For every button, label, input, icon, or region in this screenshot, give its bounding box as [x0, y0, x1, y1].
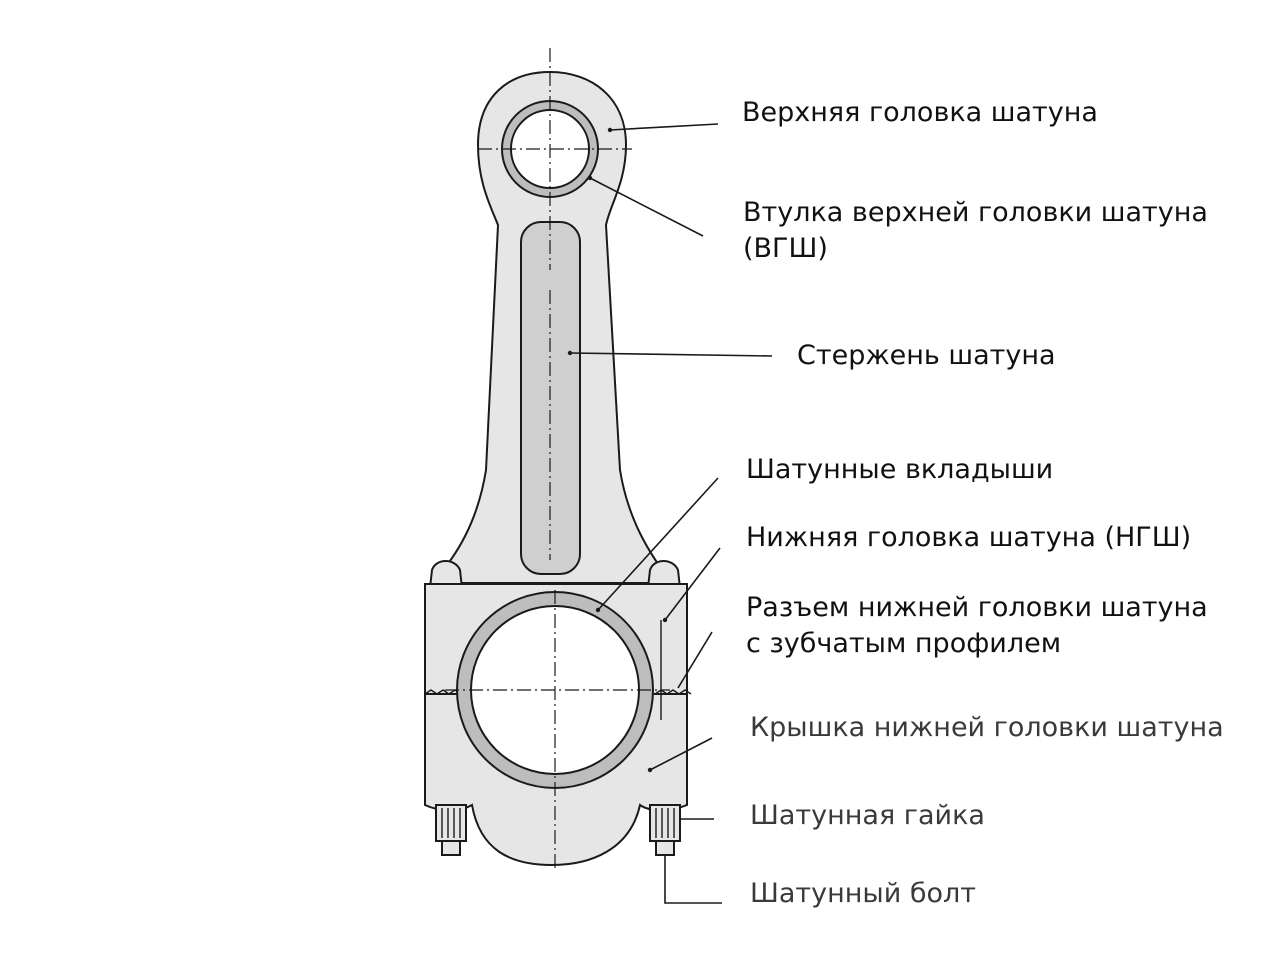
label-joint-line1: Разъем нижней головки шатуна	[746, 592, 1208, 623]
label-joint-line2: с зубчатым профилем	[746, 628, 1062, 659]
leader-bearing-shells	[597, 477, 719, 611]
leader-bushing	[589, 177, 704, 237]
label-bolt: Шатунный болт	[750, 878, 977, 909]
leader-dot-rod	[567, 350, 573, 356]
left-bolt-end	[441, 840, 461, 856]
label-big-end: Нижняя головка шатуна (НГШ)	[746, 522, 1192, 553]
label-bushing-line1: Втулка верхней головки шатуна	[743, 197, 1208, 228]
leader-bolt	[664, 855, 722, 904]
label-bushing-line2: (ВГШ)	[743, 233, 828, 264]
label-joint: Разъем нижней головки шатуна с зубчатым …	[746, 590, 1208, 662]
leader-dots	[567, 127, 668, 773]
right-nut	[649, 804, 681, 842]
label-bearing-shells: Шатунные вкладыши	[746, 454, 1054, 485]
right-bolt-head	[646, 560, 682, 589]
label-bushing: Втулка верхней головки шатуна (ВГШ)	[743, 195, 1208, 267]
left-bolt-head	[428, 560, 464, 589]
leader-cap	[649, 737, 713, 771]
leader-rod	[569, 352, 773, 357]
left-nut	[435, 804, 467, 842]
leader-small-end	[609, 123, 719, 131]
leader-dot-small-end	[607, 127, 613, 133]
leader-joint	[677, 631, 713, 689]
leader-dot-bushing	[587, 175, 593, 181]
label-rod: Стержень шатуна	[797, 340, 1056, 371]
left-nut-threads	[441, 808, 461, 838]
leader-dot-cap	[647, 767, 653, 773]
label-small-end: Верхняя головка шатуна	[742, 97, 1098, 128]
leader-dot-big-end	[662, 617, 668, 623]
leader-lines	[569, 123, 773, 904]
label-nut: Шатунная гайка	[750, 800, 985, 831]
right-bolt-end	[655, 840, 675, 856]
leader-big-end	[664, 547, 721, 621]
label-cap: Крышка нижней головки шатуна	[750, 712, 1224, 743]
leader-dot-bearing-shells	[595, 607, 601, 613]
right-nut-threads	[655, 808, 675, 838]
